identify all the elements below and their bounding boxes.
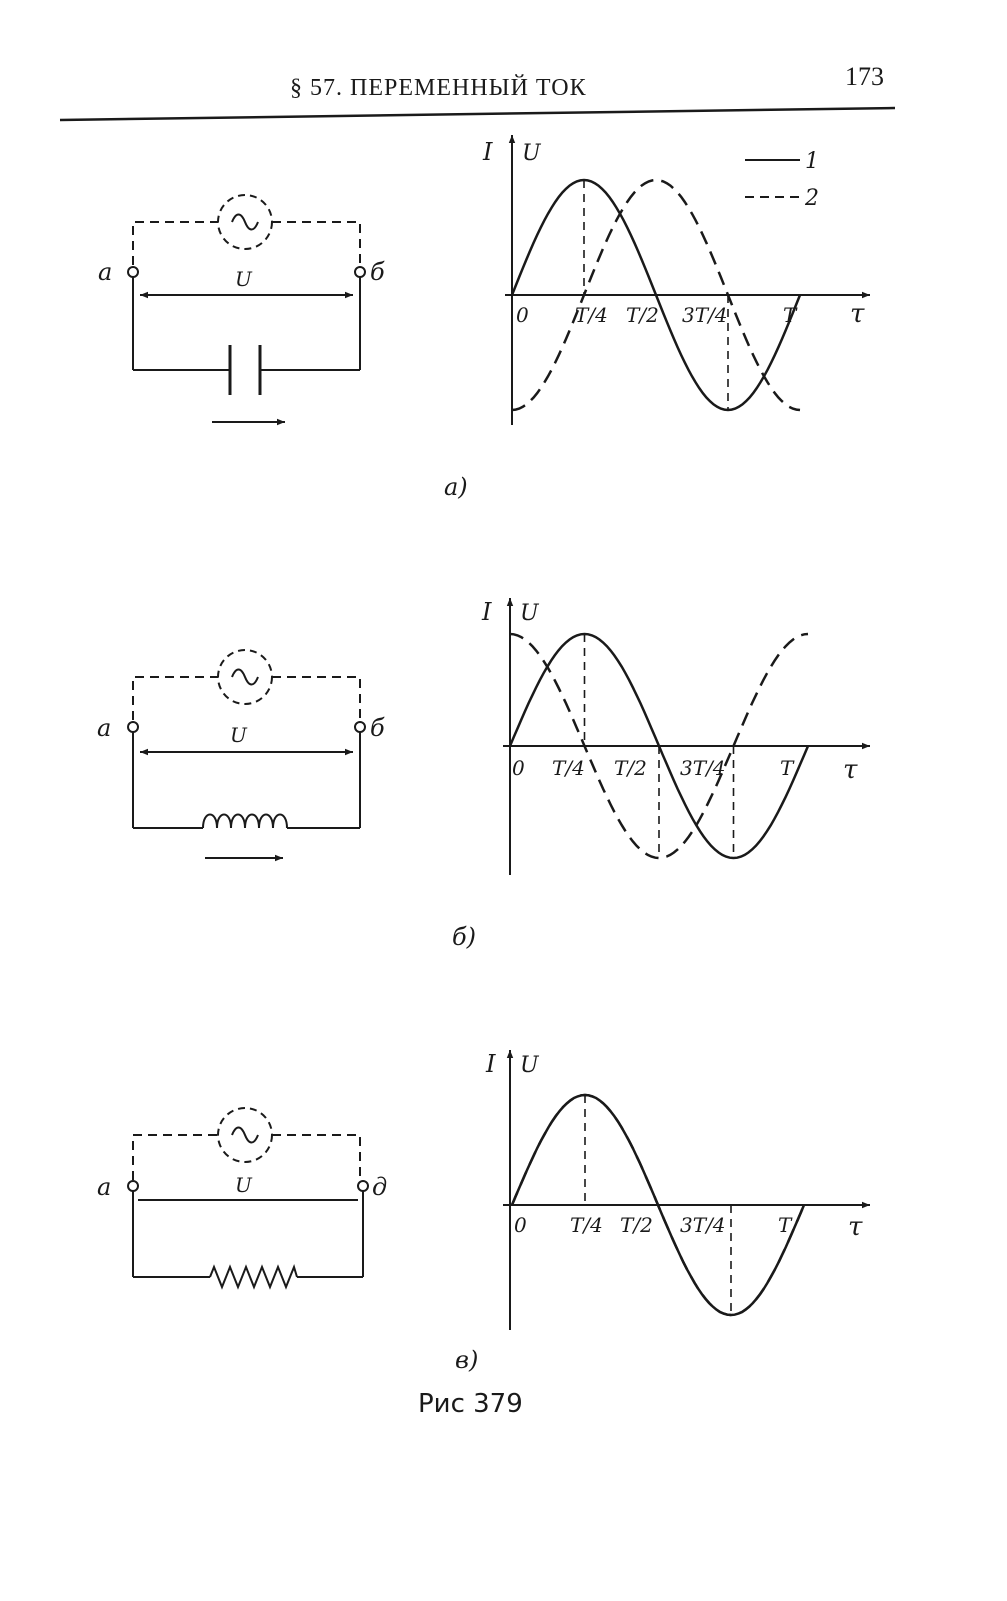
- ac-source-icon-c: [217, 1107, 273, 1163]
- chart-a-tick-0: 0: [516, 303, 529, 327]
- chart-a-series-2: [511, 178, 801, 412]
- chart-c-x-label: τ: [848, 1212, 863, 1242]
- chart-c-series-2: [510, 1093, 806, 1317]
- chart-b-series-2: [509, 632, 809, 860]
- inductor-icon: [202, 813, 288, 829]
- chart-b-tick-0: 0: [512, 756, 525, 780]
- chart-b-tick-half: T/2: [614, 756, 647, 780]
- circuit-a: [127, 194, 366, 426]
- terminal-b-label: б: [370, 258, 385, 286]
- chart-a-tick-quarter: T/4: [575, 303, 608, 327]
- voltage-label-c: U: [235, 1173, 253, 1197]
- panel-label-c: в): [455, 1346, 478, 1374]
- circuit-b: [127, 649, 366, 862]
- chart-a-y-label-current: I: [482, 138, 493, 166]
- chart-c-tick-T: T: [778, 1213, 793, 1237]
- chart-a: I U τ 0 T/4 T/2 3T/4 T: [482, 135, 870, 425]
- legend: 1 2: [745, 149, 819, 211]
- chart-c-tick-0: 0: [514, 1213, 527, 1237]
- terminal-d-label-c: д: [372, 1173, 387, 1201]
- chart-c-tick-3quarter: 3T/4: [680, 1213, 726, 1237]
- terminal-a-label-c: а: [97, 1173, 111, 1201]
- chart-a-x-label: τ: [850, 299, 865, 329]
- legend-label-1: 1: [805, 149, 819, 174]
- chart-a-y-label-voltage: U: [522, 141, 542, 166]
- legend-label-2: 2: [804, 186, 819, 211]
- voltage-label: U: [235, 267, 253, 291]
- chart-a-series-1: [510, 178, 802, 412]
- chart-c-tick-quarter: T/4: [570, 1213, 603, 1237]
- chart-c-y-label-voltage: U: [520, 1053, 540, 1078]
- chart-b-y-label-current: I: [481, 598, 492, 626]
- section-title: § 57. ПЕРЕМЕННЫЙ ТОК: [290, 75, 587, 101]
- chart-b-x-label: τ: [843, 755, 858, 785]
- circuit-c: [127, 1107, 369, 1290]
- chart-c-y-label-current: I: [485, 1050, 496, 1078]
- chart-b: I U τ 0 T/4 T/2 3T/4 T: [481, 598, 870, 875]
- panel-label-b: б): [452, 923, 476, 951]
- figure-caption: Рис 379: [418, 1389, 523, 1419]
- chart-c-tick-half: T/2: [620, 1213, 653, 1237]
- panel-label-a: а): [444, 473, 468, 501]
- ac-source-icon: [217, 194, 273, 250]
- chart-a-tick-T: T: [783, 303, 798, 327]
- chart-a-tick-half: T/2: [626, 303, 659, 327]
- resistor-icon: [209, 1263, 298, 1290]
- terminal-a-label: а: [98, 258, 112, 286]
- chart-b-tick-T: T: [780, 756, 795, 780]
- chart-b-tick-quarter: T/4: [552, 756, 585, 780]
- header-rule: [59, 106, 896, 122]
- page-number: 173: [845, 62, 884, 91]
- voltage-label-b: U: [230, 723, 248, 747]
- chart-b-tick-3quarter: 3T/4: [680, 756, 726, 780]
- chart-a-tick-3quarter: 3T/4: [682, 303, 728, 327]
- terminal-b-label-b: б: [370, 714, 385, 742]
- ac-source-icon-b: [217, 649, 273, 705]
- terminal-a-label-b: а: [97, 714, 111, 742]
- chart-c: I U τ 0 T/4 T/2 3T/4 T: [485, 1050, 870, 1330]
- chart-b-y-label-voltage: U: [520, 601, 540, 626]
